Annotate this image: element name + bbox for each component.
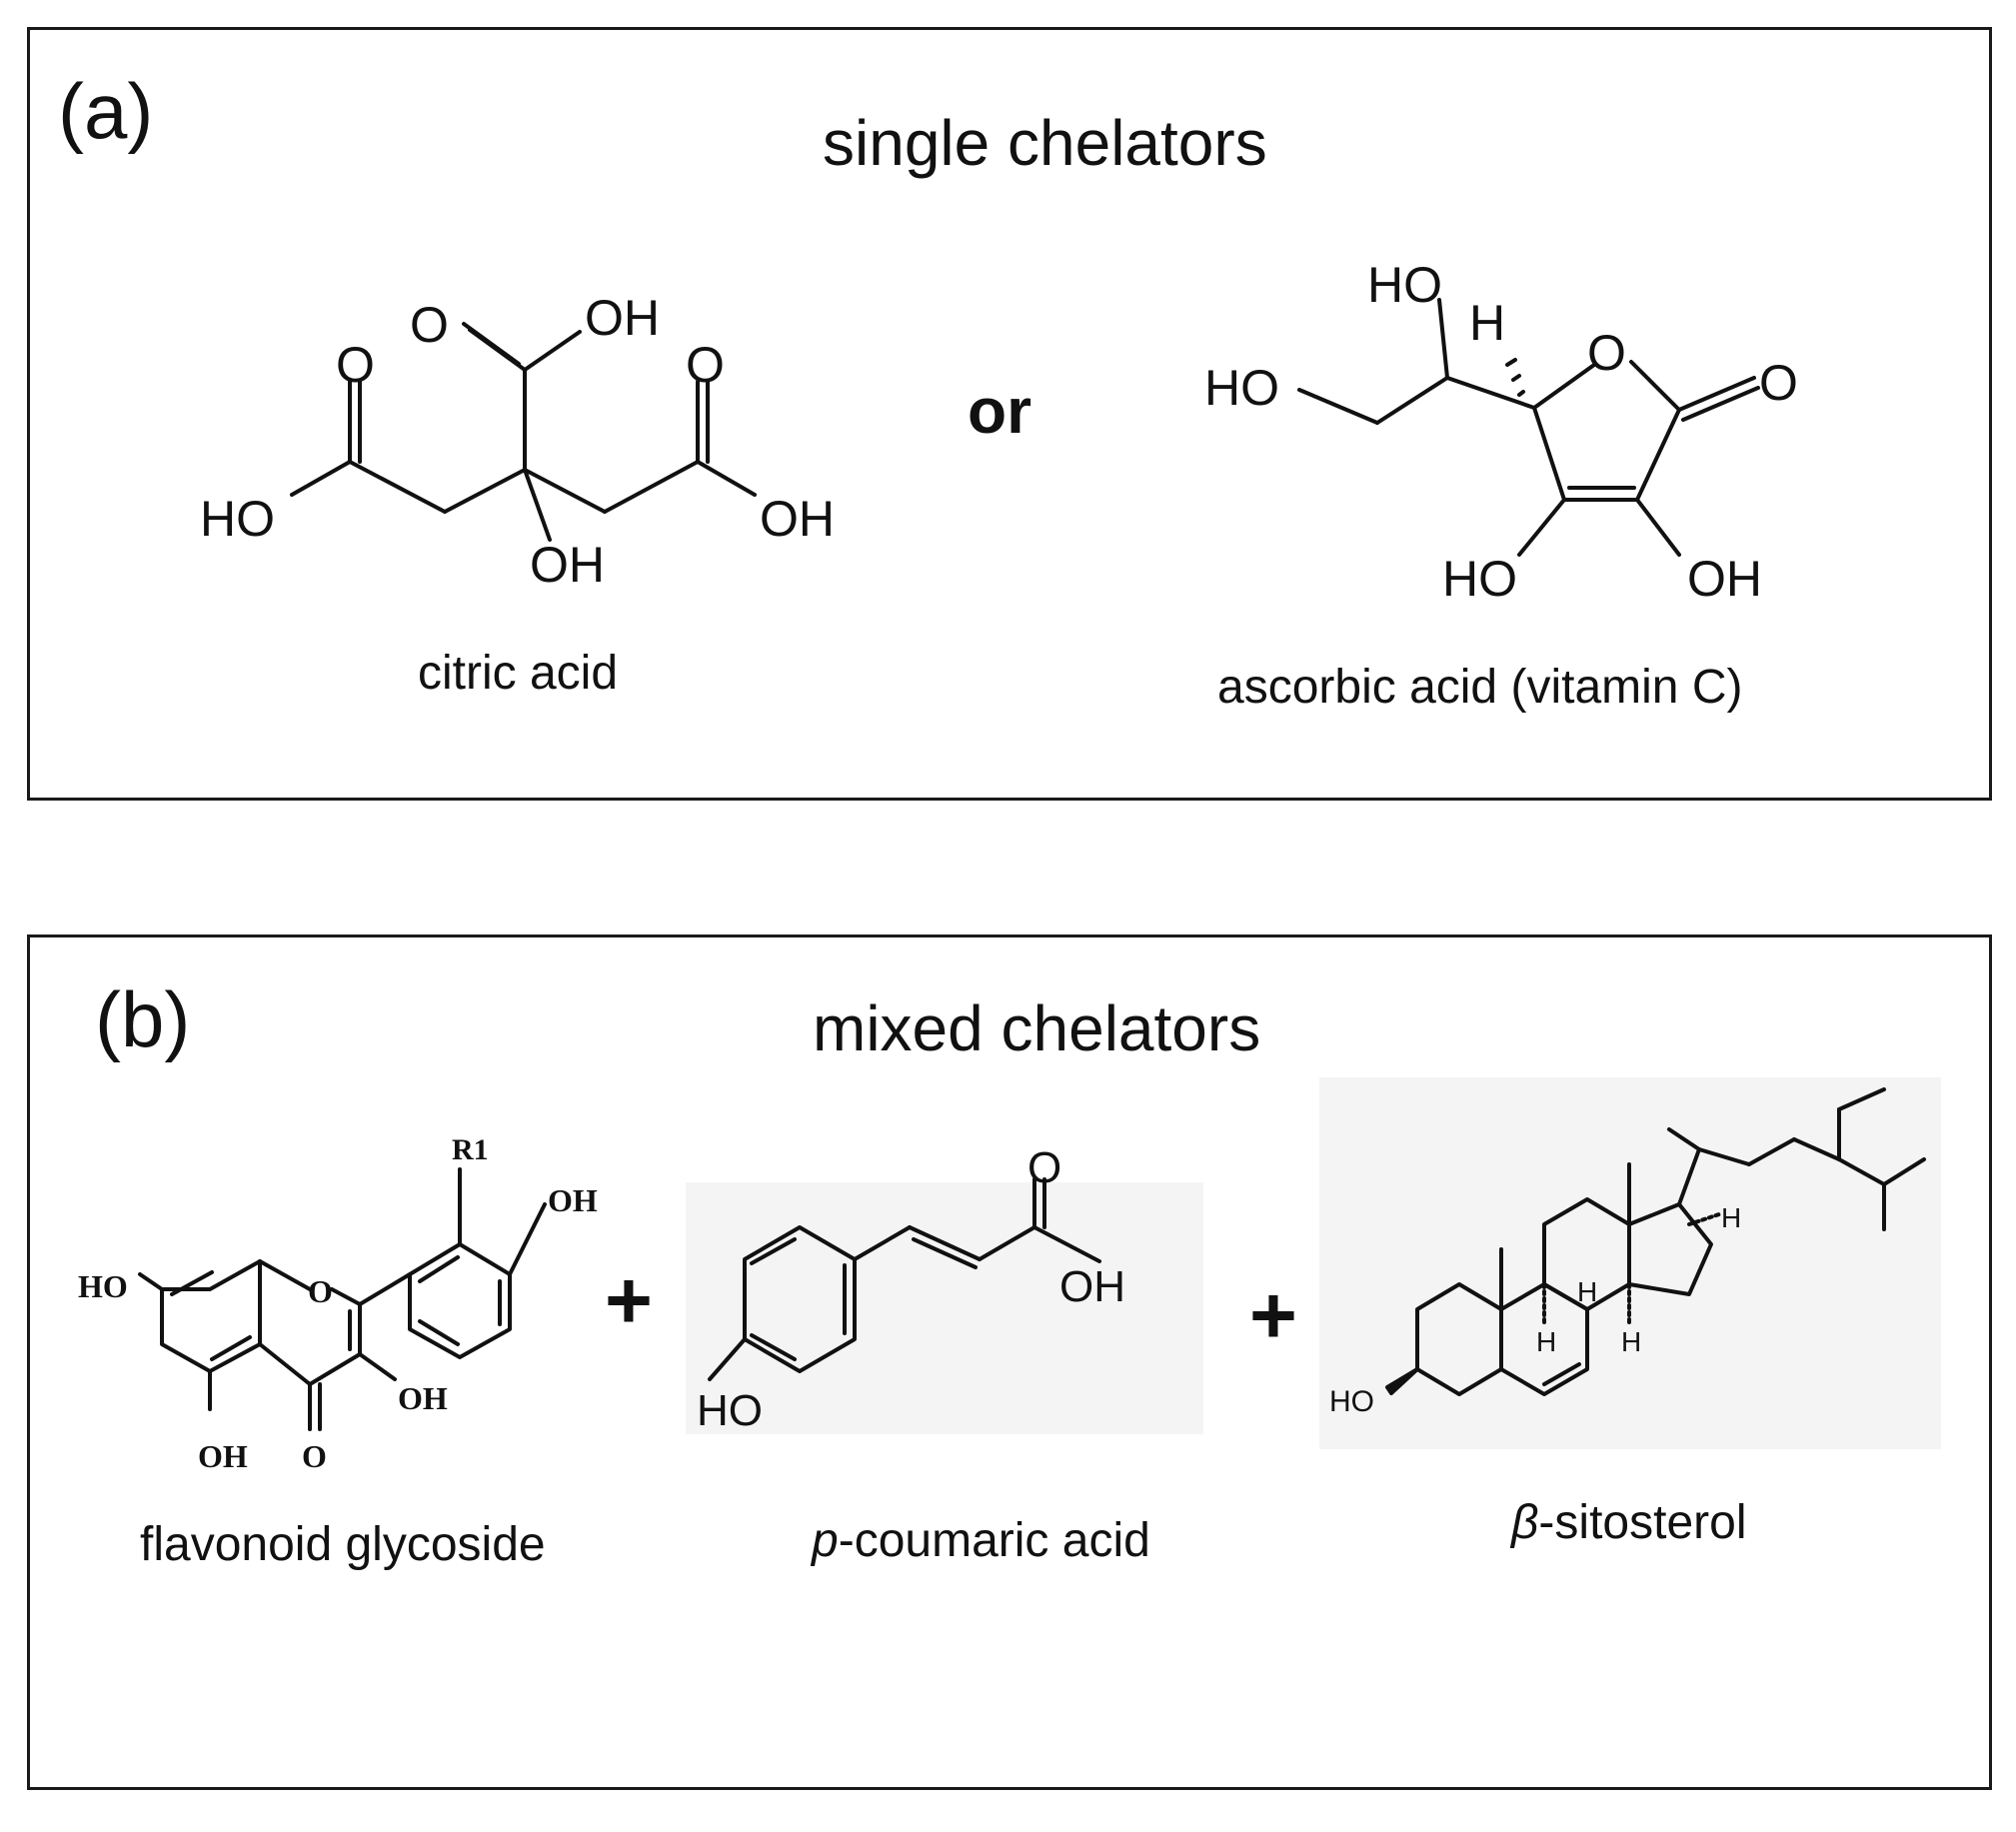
panel-b (27, 934, 1992, 1790)
sitosterol-caption-suffix: -sitosterol (1538, 1496, 1747, 1549)
citric-oh-center-label: OH (530, 537, 605, 593)
ascorbic-ho-bottom-label: HO (1442, 551, 1517, 607)
sitosterol-ho-label: HO (1329, 1385, 1374, 1418)
flavonoid-glycoside-caption: flavonoid glycoside (140, 1518, 546, 1571)
ascorbic-o-ring-label: O (1587, 325, 1626, 381)
coumaric-acid-caption-prefix: p (812, 1514, 839, 1567)
citric-oh-top-label: OH (585, 290, 660, 346)
coumaric-o-label: O (1027, 1143, 1061, 1192)
ascorbic-h-label: H (1469, 295, 1505, 351)
coumaric-acid-caption: p-coumaric acid (812, 1513, 1150, 1568)
citric-ho-left-label: HO (200, 491, 275, 547)
citric-o-right-label: O (686, 337, 725, 393)
plus-sign-1: + (605, 1255, 653, 1346)
plus-sign-2: + (1249, 1270, 1297, 1361)
citric-o-left-label: O (336, 337, 375, 393)
ascorbic-o-carbonyl-label: O (1759, 355, 1798, 411)
sitosterol-caption-prefix: β (1511, 1496, 1539, 1549)
panel-a (27, 27, 1992, 801)
coumaric-oh-label: OH (1059, 1262, 1125, 1311)
sitosterol-h2-label: H (1577, 1276, 1597, 1307)
sitosterol-h4-label: H (1621, 1326, 1641, 1357)
or-connector: or (968, 375, 1031, 447)
flavonoid-r1-label: R1 (452, 1133, 489, 1166)
flavonoid-oh-c3-label: OH (398, 1380, 448, 1416)
coumaric-acid-caption-suffix: -coumaric acid (838, 1514, 1150, 1567)
citric-acid-caption: citric acid (418, 647, 619, 700)
sitosterol-h1-label: H (1721, 1202, 1741, 1233)
flavonoid-oh-top-label: OH (548, 1182, 598, 1218)
panel-a-letter: (a) (58, 67, 154, 155)
ascorbic-oh-bottom-label: OH (1687, 551, 1762, 607)
coumaric-ho-label: HO (697, 1386, 763, 1435)
ascorbic-ho-top-label: HO (1367, 257, 1442, 313)
coumaric-acid-background (686, 1182, 1203, 1434)
sitosterol-caption: β-sitosterol (1511, 1495, 1746, 1550)
flavonoid-ho-left-label: HO (78, 1268, 128, 1304)
citric-oh-right-label: OH (760, 491, 835, 547)
citric-o-top-label: O (410, 297, 449, 353)
panel-a-heading: single chelators (823, 107, 1267, 179)
ascorbic-ho-left-label: HO (1204, 360, 1279, 416)
panel-b-heading: mixed chelators (813, 992, 1261, 1064)
ascorbic-acid-caption: ascorbic acid (vitamin C) (1217, 661, 1743, 714)
flavonoid-oh-c5-label: OH (198, 1438, 248, 1474)
panel-b-letter: (b) (95, 975, 191, 1063)
sitosterol-h3-label: H (1536, 1326, 1556, 1357)
flavonoid-o-carbonyl-label: O (302, 1438, 327, 1474)
flavonoid-o-ring-label: O (308, 1273, 333, 1309)
